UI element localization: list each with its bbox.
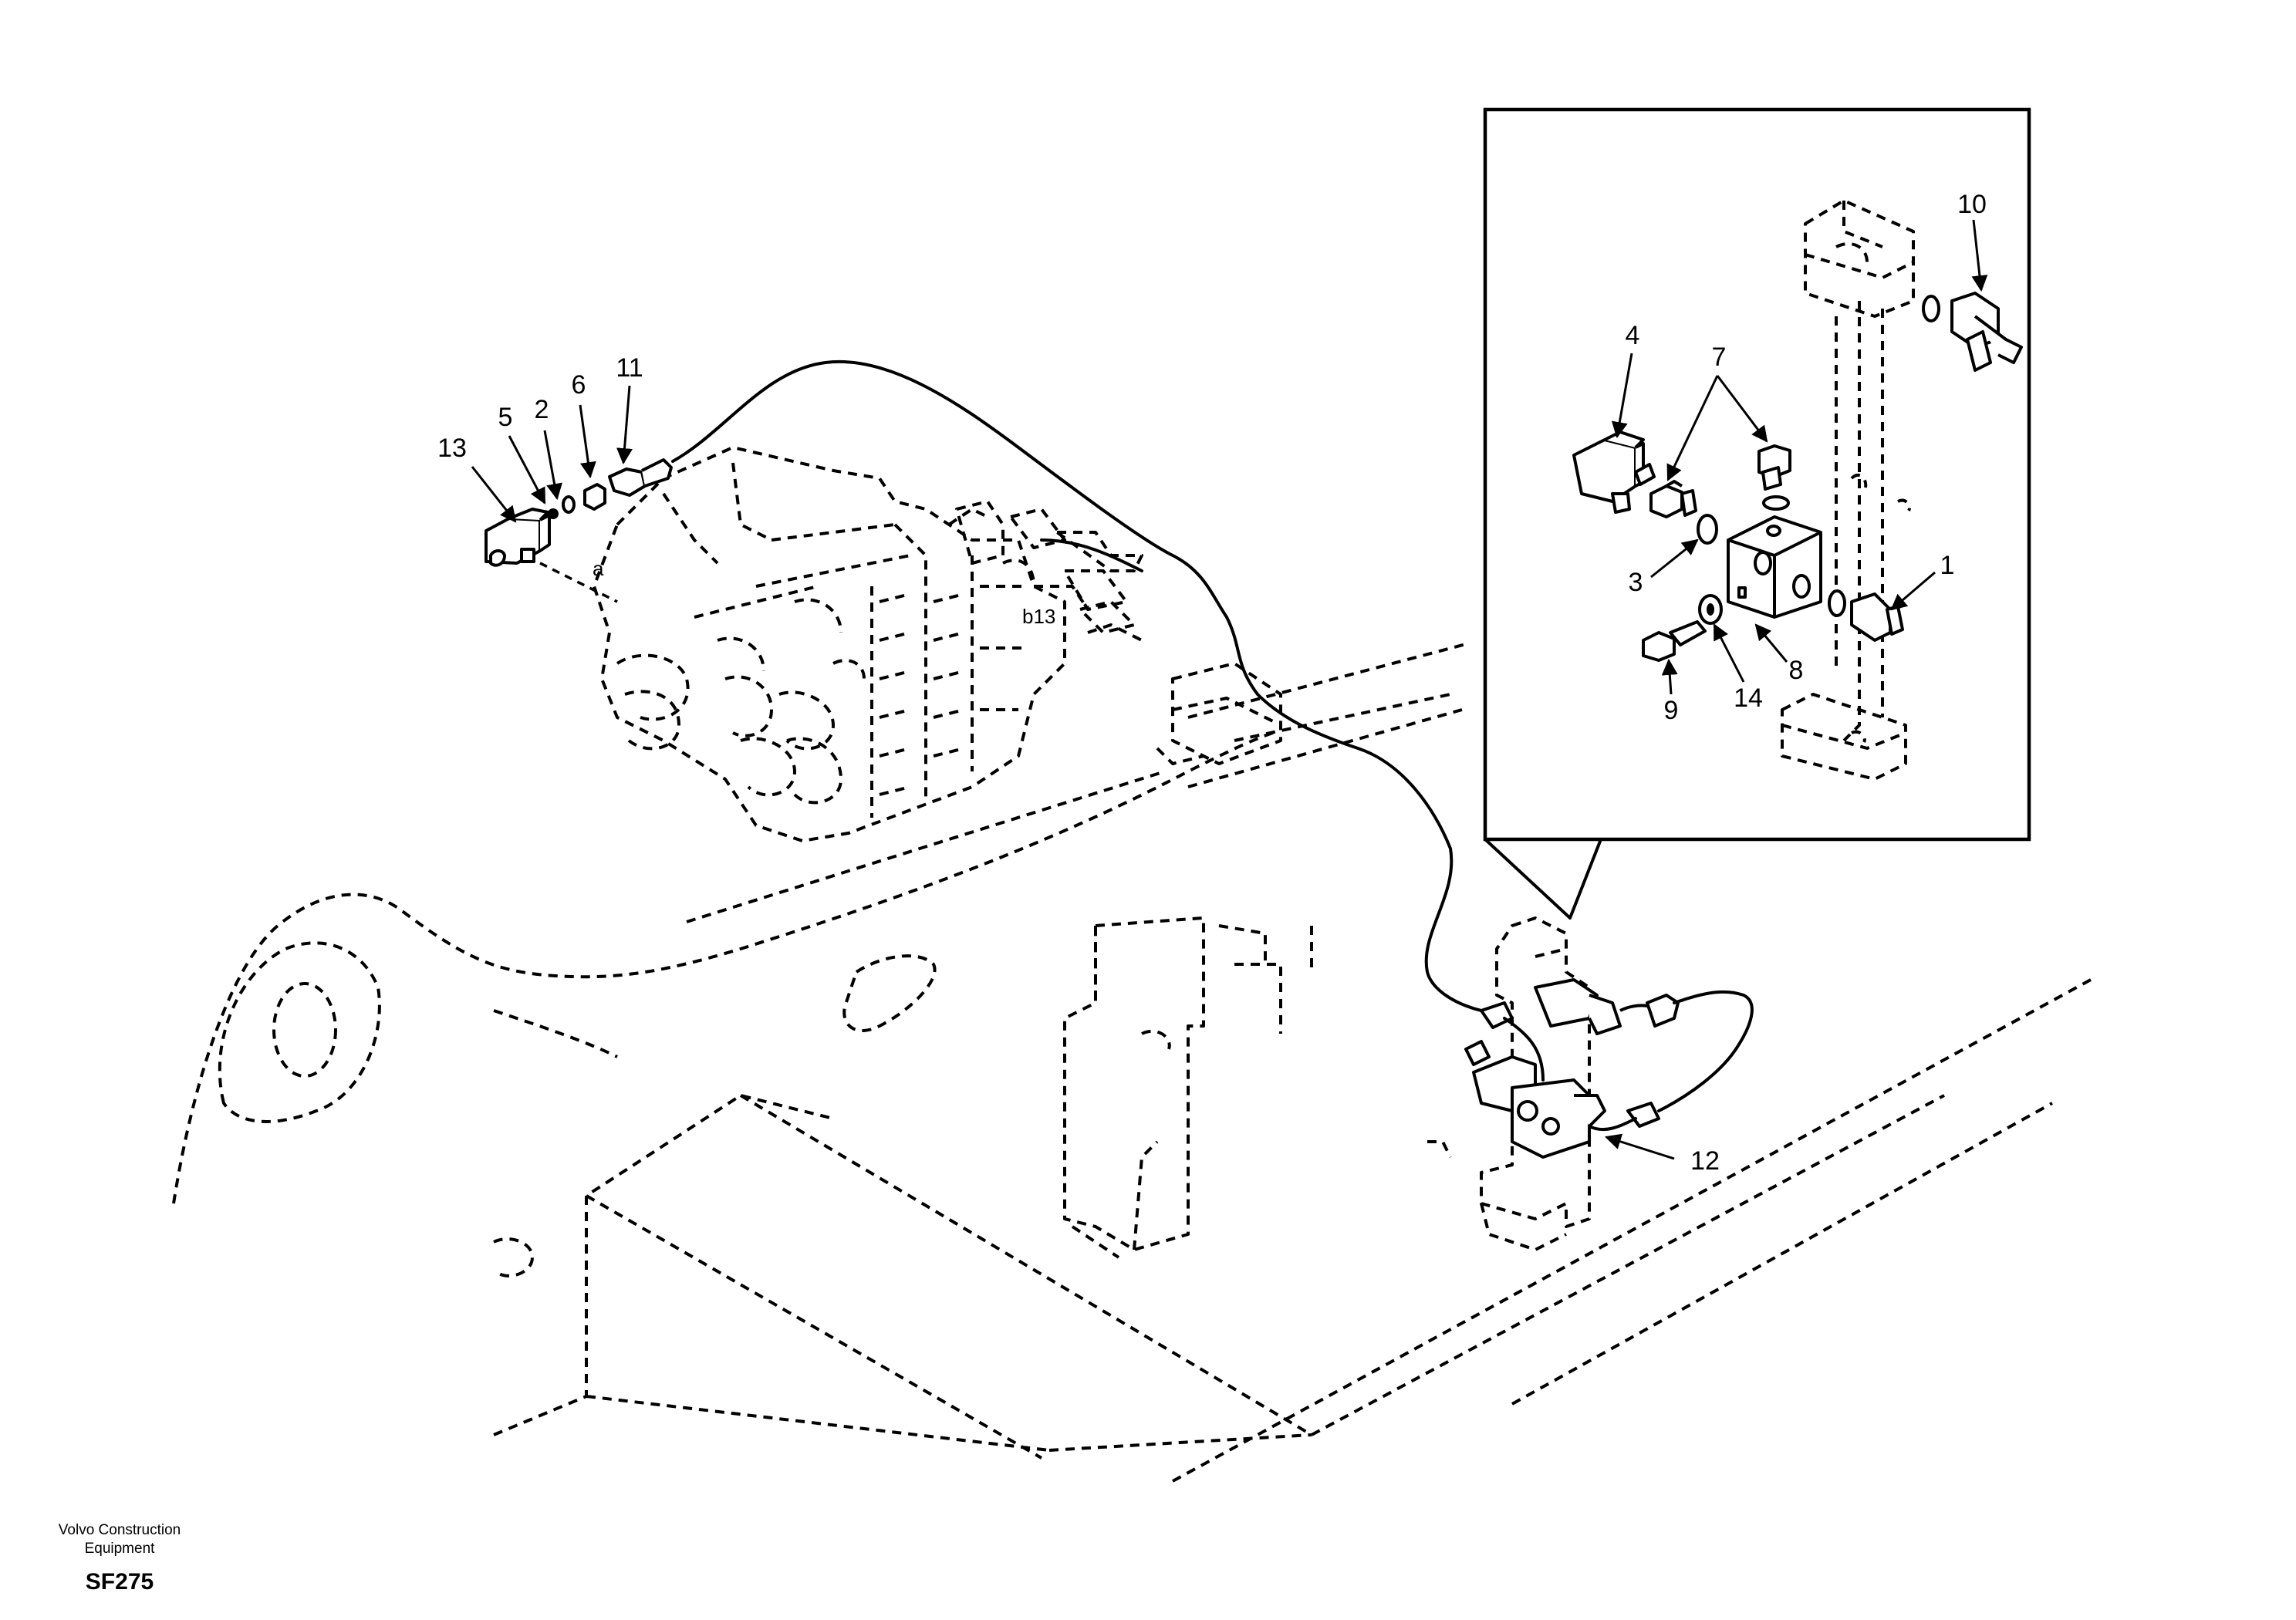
fitting-2-oring — [562, 495, 576, 514]
callout-11: 11 — [616, 353, 643, 383]
control-valve-block — [593, 446, 1066, 842]
callout-4: 4 — [1626, 321, 1640, 350]
port-label-a: a — [593, 557, 604, 580]
callout-14: 14 — [1734, 683, 1763, 713]
callout-5: 5 — [498, 403, 513, 432]
company-name-line2: Equipment — [84, 1541, 155, 1557]
callout-leaders — [471, 219, 1988, 1160]
fitting-5-seal — [548, 508, 559, 519]
diagram-code: SF275 — [85, 1569, 154, 1595]
callout-2: 2 — [535, 395, 549, 424]
callout-12: 12 — [1690, 1146, 1720, 1176]
callout-3: 3 — [1629, 568, 1643, 597]
pedestal-stand — [1063, 916, 1313, 1259]
fitting-6-adapter — [583, 483, 606, 511]
detail-inset — [1483, 107, 2031, 842]
inset-pointer — [1484, 838, 1602, 920]
mounted-valve-assembly — [1427, 916, 1754, 1251]
fitting-13-leader-dashes — [539, 562, 618, 603]
upper-frame-outline — [172, 643, 2092, 1483]
callout-13: 13 — [437, 434, 467, 463]
footer-caption: Volvo Construction Equipment SF275 — [31, 1521, 208, 1595]
callout-9: 9 — [1664, 696, 1679, 725]
hydraulic-hose — [671, 359, 1483, 1012]
callout-10: 10 — [1957, 190, 1987, 219]
pilot-solenoid-stack — [955, 500, 1143, 642]
callout-8: 8 — [1789, 656, 1804, 685]
callout-6: 6 — [572, 370, 586, 400]
callout-1: 1 — [1940, 551, 1955, 580]
callout-7: 7 — [1712, 343, 1727, 372]
fitting-13-solenoid — [485, 508, 551, 567]
port-label-b13: b13 — [1022, 605, 1055, 628]
fitting-11-hose-end — [608, 458, 673, 497]
company-name-line1: Volvo Construction — [58, 1522, 181, 1538]
hose-bracket — [1156, 662, 1282, 765]
